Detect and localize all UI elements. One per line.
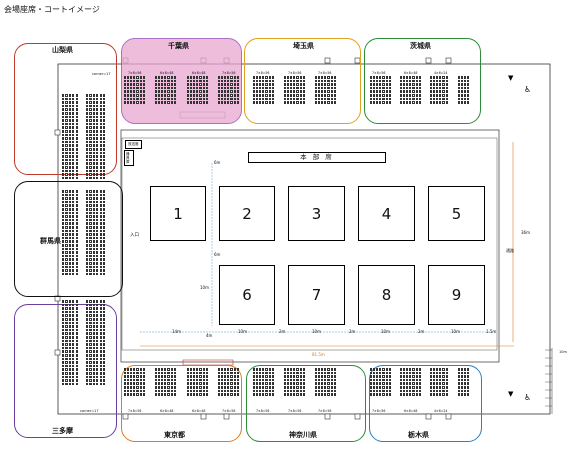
region-tokyo xyxy=(121,365,242,442)
storage-label: 器具庫 xyxy=(124,150,134,166)
dim-gap-2: 2m xyxy=(349,329,356,334)
dim-court-h: 10m xyxy=(200,285,209,290)
court-6: 6 xyxy=(219,265,275,325)
region-gunma xyxy=(14,181,123,297)
dim-col-w-3: 10m xyxy=(381,329,390,334)
region-tochigi xyxy=(369,365,482,442)
region-label-tochigi: 栃木県 xyxy=(408,431,429,439)
region-saitama xyxy=(244,38,361,124)
region-label-gunma: 群馬県 xyxy=(40,237,61,245)
restroom-top-icon: ♿ xyxy=(524,85,531,94)
top-seat-label-5: 7×8=56 xyxy=(288,71,302,75)
region-label-yamanashi: 山梨県 xyxy=(52,46,73,54)
top-seat-label-6: 7×8=56 xyxy=(318,71,332,75)
pillar-8 xyxy=(200,413,207,420)
top-seat-label-8: 6×8=48 xyxy=(404,71,418,75)
region-ibaraki xyxy=(364,38,481,124)
bottom-seat-label-6: 7×8=56 xyxy=(318,409,332,413)
region-label-tokyo: 東京都 xyxy=(164,431,185,439)
region-label-kanagawa: 神奈川県 xyxy=(289,431,317,439)
pillar-5 xyxy=(425,57,432,64)
top-seat-label-9: 4×6=24 xyxy=(434,71,448,75)
dim-top-gap: 6m xyxy=(214,160,221,165)
dim-col-w-4: 10m xyxy=(451,329,460,334)
bottom-seat-label-0: 7×8=56 xyxy=(128,409,142,413)
court-5: 5 xyxy=(428,186,485,241)
region-label-saitama: 埼玉県 xyxy=(293,42,314,50)
bottom-seat-label-2: 6×8=48 xyxy=(192,409,206,413)
dim-side-gap: 4m xyxy=(206,333,213,338)
pillar-12 xyxy=(425,413,432,420)
bottom-seat-label-7: 7×8=56 xyxy=(372,409,386,413)
dim-total-width: 81.5m xyxy=(312,352,325,357)
pillar-13 xyxy=(445,413,452,420)
top-seat-label-7: 7×8=56 xyxy=(372,71,386,75)
pillar-3 xyxy=(324,57,331,64)
broadcast-label: 放送席 xyxy=(125,140,142,149)
arrow-top-icon: ▼ xyxy=(508,74,514,82)
arena-floor xyxy=(120,129,500,363)
headquarters-table: 本 部 席 xyxy=(248,152,386,163)
court-7: 7 xyxy=(288,265,345,325)
dim-col-w-1: 10m xyxy=(238,329,247,334)
dim-end: 1.5m xyxy=(486,329,497,334)
court-9: 9 xyxy=(428,265,485,325)
region-label-chiba: 千葉県 xyxy=(168,42,189,50)
top-seat-label-3: 7×8=56 xyxy=(222,71,236,75)
top-seat-label-2: 6×8=48 xyxy=(192,71,206,75)
region-label-santama: 三多摩 xyxy=(52,427,73,435)
bottom-seat-label-3: 7×8=56 xyxy=(222,409,236,413)
entrance-label: 入口 xyxy=(130,233,139,238)
dim-total-height: 36m xyxy=(521,230,530,235)
pillar-9 xyxy=(223,413,230,420)
pillar-10 xyxy=(324,413,331,420)
bottom-seat-label-1: 6×8=48 xyxy=(160,409,174,413)
dim-gap-1: 2m xyxy=(279,329,286,334)
bottom-seat-label-5: 7×8=56 xyxy=(288,409,302,413)
top-seat-label-1: 6×8=48 xyxy=(160,71,174,75)
court-1: 1 xyxy=(150,186,206,241)
pillar-7 xyxy=(122,413,129,420)
pillar-14 xyxy=(54,129,61,136)
court-2: 2 xyxy=(219,186,275,241)
bottom-seat-label-4: 7×8=56 xyxy=(256,409,270,413)
pillar-16 xyxy=(54,349,61,356)
court-4: 4 xyxy=(358,186,415,241)
corner-label-top: corner=17 xyxy=(92,72,111,76)
bottom-seat-label-9: 4×6=24 xyxy=(434,409,448,413)
court-8: 8 xyxy=(358,265,415,325)
building-outline xyxy=(57,63,551,415)
page-title: 会場座席・コートイメージ xyxy=(4,5,100,14)
arrow-bottom-icon: ▼ xyxy=(508,390,514,398)
region-label-ibaraki: 茨城県 xyxy=(410,42,431,50)
region-kanagawa xyxy=(246,365,366,442)
side-aisle-label: 通路 xyxy=(506,248,514,253)
top-seat-label-0: 7×8=56 xyxy=(128,71,142,75)
dim-gap-3: 2m xyxy=(418,329,425,334)
court-3: 3 xyxy=(288,186,345,241)
bottom-seat-label-8: 6×8=48 xyxy=(404,409,418,413)
dim-mid-gap: 6m xyxy=(214,252,221,257)
dim-col-w-2: 10m xyxy=(312,329,321,334)
dim-court-w: 14m xyxy=(172,329,181,334)
pillar-6 xyxy=(445,57,452,64)
top-seat-label-4: 7×8=56 xyxy=(256,71,270,75)
corner-label-bottom: corner=17 xyxy=(80,409,99,413)
pillar-11 xyxy=(354,413,361,420)
dim-right-marker: 10m xyxy=(559,350,567,354)
restroom-bottom-icon: ♿ xyxy=(524,393,531,402)
